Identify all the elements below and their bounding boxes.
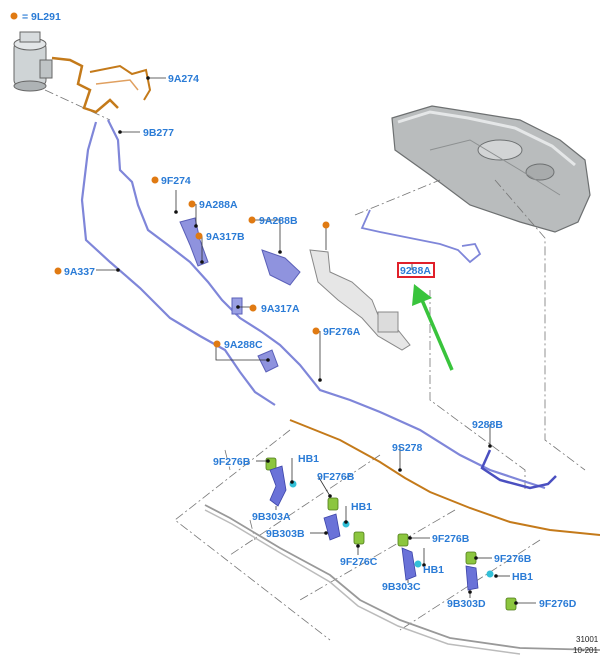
figure-date: 10-201 bbox=[573, 646, 598, 655]
callout-9A317A: 9A317A bbox=[261, 303, 300, 315]
callout-9A288B: 9A288B bbox=[259, 215, 298, 227]
callout-9A288A: 9A288A bbox=[199, 199, 238, 211]
callout-9288A: 9288A bbox=[400, 265, 431, 277]
highlight-box bbox=[397, 262, 435, 278]
callout-9288B: 9288B bbox=[472, 419, 503, 431]
callout-HB1: HB1 bbox=[298, 453, 319, 465]
callout-9F276B: 9F276B bbox=[494, 553, 532, 565]
brake-line-gray bbox=[204, 504, 600, 651]
callout-HB1: HB1 bbox=[351, 501, 372, 513]
legend-dot-icon bbox=[10, 12, 18, 20]
vent-line-9S278 bbox=[289, 419, 600, 536]
vent-line-orange bbox=[95, 79, 139, 91]
callout-9A274: 9A274 bbox=[168, 73, 199, 85]
fuel-tank bbox=[391, 105, 591, 233]
callout-9B277: 9B277 bbox=[143, 127, 174, 139]
callout-9B303D: 9B303D bbox=[447, 598, 486, 610]
figure-code: 31001 bbox=[576, 635, 599, 644]
legend-text: = 9L291 bbox=[22, 11, 61, 23]
vent-line-orange bbox=[51, 56, 119, 114]
fuel-filter bbox=[13, 31, 53, 92]
outline-line bbox=[354, 179, 441, 216]
callout-9F276B: 9F276B bbox=[432, 533, 470, 545]
orange-marker-icon bbox=[54, 176, 330, 348]
bracket-9A288B bbox=[261, 249, 301, 286]
brake-line-gray bbox=[204, 509, 521, 655]
callout-9F276A: 9F276A bbox=[323, 326, 361, 338]
vent-line-orange bbox=[89, 64, 152, 101]
bracket-9A288A bbox=[179, 217, 209, 267]
fuel-line-9288B bbox=[480, 449, 557, 490]
fuel-line-9A337 bbox=[80, 121, 276, 406]
callout-9B303A: 9B303A bbox=[252, 511, 291, 523]
callout-9B303C: 9B303C bbox=[382, 581, 421, 593]
callout-9A288C: 9A288C bbox=[224, 339, 263, 351]
outline-line bbox=[494, 179, 586, 471]
callout-HB1: HB1 bbox=[423, 564, 444, 576]
callout-9B303B: 9B303B bbox=[266, 528, 305, 540]
gray-bracket-module bbox=[309, 249, 411, 351]
green-clip-icon bbox=[265, 457, 517, 611]
callout-9F276D: 9F276D bbox=[539, 598, 577, 610]
fuel-line-9B277 bbox=[107, 119, 546, 490]
callout-9F276C: 9F276C bbox=[340, 556, 378, 568]
outline-line bbox=[174, 429, 331, 641]
bracket-9B303-icon bbox=[269, 465, 479, 591]
outline-line bbox=[299, 509, 456, 601]
callout-9A317B: 9A317B bbox=[206, 231, 245, 243]
callout-9F274: 9F274 bbox=[161, 175, 191, 187]
callout-9S278: 9S278 bbox=[392, 442, 423, 454]
leader-dots bbox=[116, 76, 518, 605]
fuel-line-9288A bbox=[360, 209, 482, 264]
outline-line bbox=[429, 290, 526, 490]
callout-9A337: 9A337 bbox=[64, 266, 95, 278]
callout-HB1: HB1 bbox=[512, 571, 533, 583]
outline-line bbox=[229, 454, 381, 556]
callout-9F276B: 9F276B bbox=[317, 471, 355, 483]
outline-line bbox=[399, 539, 541, 631]
callout-9F276B: 9F276B bbox=[213, 456, 251, 468]
green-arrow-icon bbox=[412, 284, 454, 371]
outline-line bbox=[44, 89, 111, 121]
